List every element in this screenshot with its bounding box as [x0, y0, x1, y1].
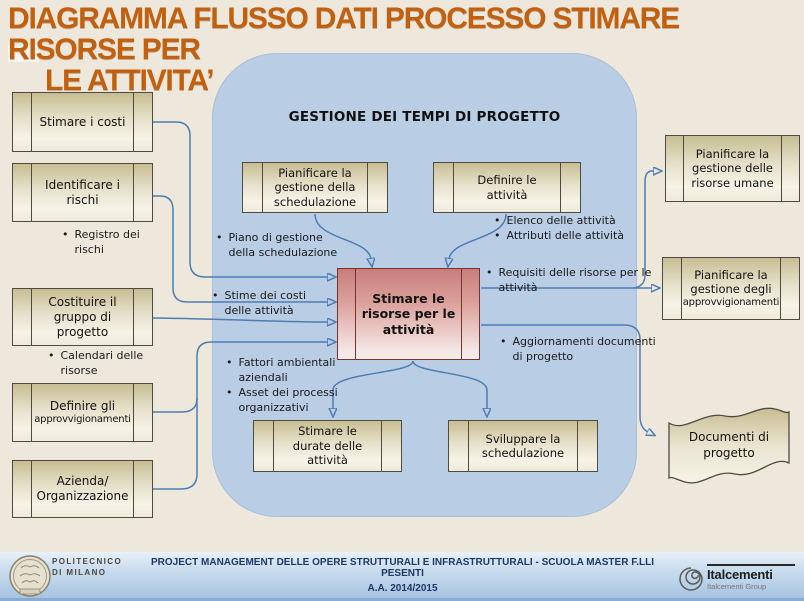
footer-bar: POLITECNICO DI MILANO PROJECT MANAGEMENT…: [0, 552, 804, 601]
footer-academic-year: A.A. 2014/2015: [367, 583, 438, 594]
bullet-requisiti-risorse: Requisiti delle risorse per le attività: [486, 266, 676, 296]
process-box-label: Pianificare la gestione delle risorse um…: [691, 146, 774, 190]
process-box-stimare-costi: Stimare i costi: [12, 92, 153, 152]
process-box-pianificare-risorse-umane: Pianificare la gestione delle risorse um…: [665, 135, 800, 202]
bullet-asset-processi: Asset dei processi organizzativi: [226, 386, 352, 416]
container-title: GESTIONE DEI TEMPI DI PROGETTO: [288, 109, 561, 125]
process-box-label: Definire gli approvvigionamenti: [13, 398, 151, 428]
process-box-label: Definire le attività: [477, 173, 537, 202]
politecnico-line1: POLITECNICO: [52, 557, 123, 566]
process-box-label-main: Definire gli: [49, 398, 116, 413]
process-box-label: Stimare le durate delle attività: [292, 424, 363, 468]
connector-stimare-risorse-to-sviluppare-schedulazione: [412, 360, 487, 409]
process-box-label: Pianificare la gestione degli approvvigi…: [662, 267, 799, 310]
process-box-label: Azienda/ Organizzazione: [36, 474, 129, 503]
politecnico-seal-icon: [9, 555, 51, 597]
title-highlight-box: [8, 45, 38, 62]
italcementi-rule: [707, 564, 795, 566]
process-box-label: Costituire il gruppo di progetto: [48, 294, 117, 339]
bullet-elenco-attivita: Elenco delle attività: [494, 214, 654, 229]
connector-identificare-rischi-to-stimare-risorse: [153, 195, 328, 302]
italcementi-group: Italcementi Group: [707, 582, 767, 591]
connector-azienda-join: [153, 398, 198, 490]
process-box-label: Identificare i rischi: [45, 177, 120, 207]
process-box-pianificare-approvvigionamenti: Pianificare la gestione degli approvvigi…: [662, 257, 800, 320]
bullet-stime-costi-attivita: Stime dei costi delle attività: [212, 289, 320, 319]
bullet-fattori-ambientali: Fattori ambientali aziendali: [226, 356, 352, 386]
process-box-stimare-risorse: Stimare le risorse per le attività: [337, 268, 480, 360]
process-box-label: Stimare le risorse per le attività: [361, 290, 456, 337]
connector-definire-approvvigionamenti-to-stimare-risorse: [153, 342, 328, 413]
process-box-stimare-durate: Stimare le durate delle attività: [253, 420, 402, 472]
bullet-registro-rischi: Registro dei rischi: [62, 228, 157, 258]
footer-course-title: PROJECT MANAGEMENT DELLE OPERE STRUTTURA…: [151, 557, 654, 579]
slide-title: DIAGRAMMA FLUSSO DATI PROCESSO STIMARE R…: [8, 3, 804, 96]
process-box-label-sub: approvvigionamenti: [682, 296, 780, 308]
connector-costituire-gruppo-to-stimare-risorse: [152, 317, 328, 322]
slide-title-line1: DIAGRAMMA FLUSSO DATI PROCESSO STIMARE R…: [8, 2, 680, 66]
bullet-calendari-risorse: Calendari delle risorse: [48, 349, 156, 379]
process-box-identificare-rischi: Identificare i rischi: [12, 163, 153, 222]
process-box-definire-attivita: Definire le attività: [433, 162, 581, 213]
process-box-label: Sviluppare la schedulazione: [481, 431, 565, 460]
process-box-costituire-gruppo: Costituire il gruppo di progetto: [12, 288, 153, 346]
politecnico-line2: DI MILANO: [52, 568, 107, 577]
italcementi-spiral-icon: [679, 567, 703, 591]
connector-stimare-costi-to-stimare-risorse: [153, 121, 328, 277]
slide-title-line2: LE ATTIVITA’: [45, 64, 215, 97]
process-box-pianificare-schedulazione: Pianificare la gestione della schedulazi…: [242, 162, 388, 213]
process-box-label: Stimare i costi: [39, 114, 126, 129]
process-box-azienda-organizzazione: Azienda/ Organizzazione: [12, 460, 153, 518]
document-shape-label: Documenti di progetto: [688, 430, 770, 460]
process-box-sviluppare-schedulazione: Sviluppare la schedulazione: [448, 420, 598, 472]
process-box-label-sub: approvvigionamenti: [34, 413, 131, 425]
process-box-label-main: Pianificare la gestione degli: [690, 267, 772, 297]
bullet-aggiornamenti-documenti: Aggiornamenti documenti di progetto: [500, 335, 658, 365]
process-box-label: Pianificare la gestione della schedulazi…: [273, 165, 357, 209]
italcementi-name: Italcementi: [707, 567, 773, 582]
bullet-attributi-attivita: Attributi delle attività: [494, 229, 654, 244]
bullet-piano-gestione-schedulazione: Piano di gestione della schedulazione: [216, 231, 348, 261]
document-shape: [668, 407, 790, 484]
process-box-definire-approvvigionamenti: Definire gli approvvigionamenti: [12, 383, 153, 442]
politecnico-wordmark: POLITECNICO DI MILANO: [52, 556, 122, 578]
